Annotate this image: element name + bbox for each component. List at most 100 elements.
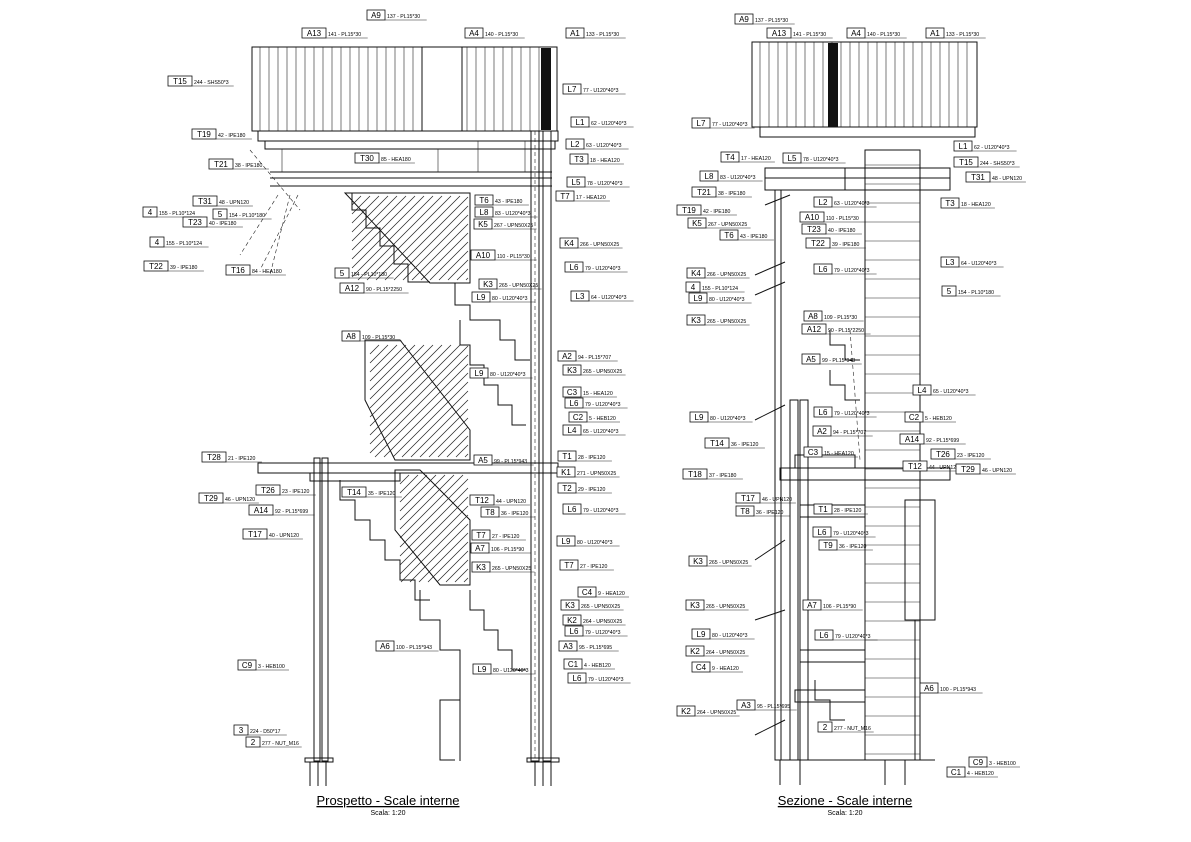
callout-id: L9: [562, 537, 571, 546]
callout-desc: 23 - IPE120: [957, 453, 985, 459]
callout-box: [562, 386, 582, 398]
callout-box: [480, 506, 500, 518]
hatch-line: [369, 344, 434, 409]
callout-desc: 46 - UPN120: [762, 497, 792, 503]
callout-id: A5: [478, 456, 488, 465]
callout-desc: 38 - IPE180: [718, 191, 746, 197]
callout-desc: 28 - IPE120: [578, 455, 606, 461]
callout-id: T17: [248, 530, 262, 539]
callout-desc: 18 - HEA120: [590, 158, 620, 164]
callout-box: [562, 83, 582, 95]
callout-box: [699, 170, 719, 182]
hatch-line: [351, 195, 407, 251]
callout-desc: 106 - PL15*90: [491, 547, 524, 553]
callout-desc: 15 - HEA120: [824, 451, 854, 457]
callout-id: T9: [823, 541, 833, 550]
callout-desc: 265 - UPN50X25: [492, 566, 531, 572]
callout-id: K2: [567, 616, 577, 625]
callout-id: T23: [807, 225, 821, 234]
callout-desc: 28 - IPE120: [834, 508, 862, 514]
callout-desc: 3 - HEB100: [258, 664, 285, 670]
callout-desc: 271 - UPN50X25: [577, 471, 616, 477]
callout-box: [375, 640, 395, 652]
callout-box: [782, 152, 802, 164]
callout-id: K2: [681, 707, 691, 716]
callout-desc: 17 - HEA120: [741, 156, 771, 162]
callout-box: [192, 195, 218, 207]
callout-desc: 84 - HEA180: [252, 269, 282, 275]
callout-desc: 106 - PL15*90: [823, 604, 856, 610]
callout-desc: 79 - U120*40*3: [834, 411, 870, 417]
callout-desc: 77 - U120*40*3: [712, 122, 748, 128]
callout-id: A2: [562, 352, 572, 361]
callout-desc: 79 - U120*40*3: [833, 531, 869, 537]
hatch-line: [399, 474, 437, 512]
hatch-line: [351, 195, 389, 233]
callout-desc: 9 - HEA120: [712, 666, 739, 672]
upper-stair-stringer: [343, 192, 471, 284]
callout-id: K3: [476, 563, 486, 572]
hatch-line: [418, 532, 469, 583]
callout-box: [564, 397, 584, 409]
callout-box: [676, 204, 702, 216]
callout-id: 5: [340, 269, 345, 278]
callout-desc: 44 - UPN120: [496, 499, 526, 505]
callout-id: L6: [819, 265, 828, 274]
callout-desc: 100 - PL15*943: [396, 645, 432, 651]
hatch-line: [383, 372, 469, 458]
callout-id: L2: [819, 198, 828, 207]
callout-id: L9: [697, 630, 706, 639]
callout-id: K1: [561, 468, 571, 477]
callout-box: [474, 194, 494, 206]
callout-desc: 29 - IPE120: [578, 487, 606, 493]
callout-desc: 15 - HEA120: [583, 391, 613, 397]
callout-box: [563, 658, 583, 670]
callout-desc: 109 - PL15*30: [824, 315, 857, 321]
callout-box: [557, 350, 577, 362]
left-callout: K1 271 - UPN50X25: [556, 466, 620, 478]
callout-desc: 39 - IPE180: [170, 265, 198, 271]
hatch-line: [446, 435, 469, 458]
callout-desc: 265 - UPN50X25: [499, 283, 538, 289]
callout-desc: 5 - HEB120: [589, 416, 616, 422]
callout-id: C4: [696, 663, 707, 672]
callout-box: [719, 229, 739, 241]
callout-desc: 79 - U120*40*3: [583, 508, 619, 514]
callout-box: [565, 138, 585, 150]
callout-desc: 110 - PL15*30: [826, 216, 859, 222]
callout-desc: 92 - PL15*699: [275, 509, 308, 515]
callout-desc: 265 - UPN50X25: [706, 604, 745, 610]
callout-desc: 137 - PL15*30: [755, 18, 788, 24]
callout-desc: 244 - SHS50*3: [980, 161, 1015, 167]
hatch-line: [445, 559, 469, 583]
callout-id: L7: [568, 85, 577, 94]
callout-id: L6: [820, 631, 829, 640]
callout-id: L9: [478, 665, 487, 674]
callout-id: T6: [479, 196, 489, 205]
callout-desc: 141 - PL15*30: [328, 32, 361, 38]
callout-id: K3: [565, 601, 575, 610]
callout-box: [559, 559, 579, 571]
callout-box: [569, 153, 589, 165]
callout-desc: 36 - IPE120: [756, 510, 784, 516]
callout-id: T26: [261, 486, 275, 495]
